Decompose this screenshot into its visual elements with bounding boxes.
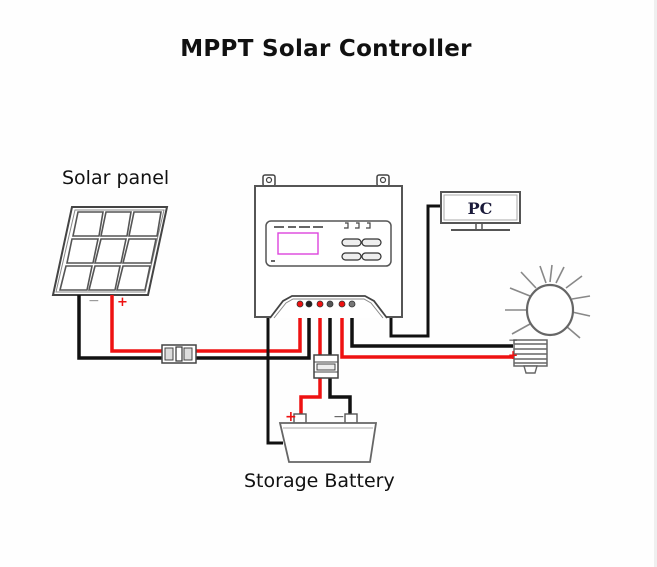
storage-battery-label: Storage Battery — [244, 470, 395, 492]
page-edge — [654, 0, 657, 567]
wire-load-positive — [340, 308, 513, 359]
battery-minus-sign: − — [333, 409, 345, 425]
solar-panel-label: Solar panel — [62, 167, 170, 189]
lamp-plus-sign: + — [508, 348, 518, 362]
battery-breaker — [313, 354, 339, 379]
control-buttons — [341, 238, 382, 261]
wire-battery-positive — [299, 378, 322, 415]
wire-load-negative — [350, 308, 513, 348]
load-lamp — [505, 264, 591, 374]
mppt-controller — [254, 174, 403, 319]
wires — [77, 204, 513, 445]
wire-pc-cable — [389, 204, 441, 338]
lamp-minus-sign: − — [508, 333, 518, 347]
wire-solar-positive-to-controller — [196, 308, 302, 353]
panel-minus-sign: − — [88, 293, 100, 309]
wire-panel-positive — [110, 295, 162, 353]
light-rays — [505, 264, 591, 339]
storage-battery — [278, 413, 378, 463]
solar-cells — [58, 211, 162, 291]
battery-plus-sign: + — [285, 409, 297, 425]
wire-solar-negative-to-controller — [196, 308, 311, 360]
diagram-title: MPPT Solar Controller — [180, 36, 472, 62]
pc-monitor: PC — [440, 191, 521, 231]
front-panel-text-marks — [271, 226, 323, 262]
solar-panel — [51, 206, 169, 296]
wire-controller-side — [266, 318, 283, 445]
solar-breaker — [161, 344, 197, 364]
terminal-screws — [296, 300, 356, 308]
wire-panel-negative — [77, 295, 162, 360]
pc-label: PC — [468, 199, 493, 218]
panel-plus-sign: + — [117, 295, 128, 310]
lcd-display — [277, 232, 319, 255]
led-indicators — [344, 222, 371, 229]
wire-battery-negative — [328, 378, 352, 415]
